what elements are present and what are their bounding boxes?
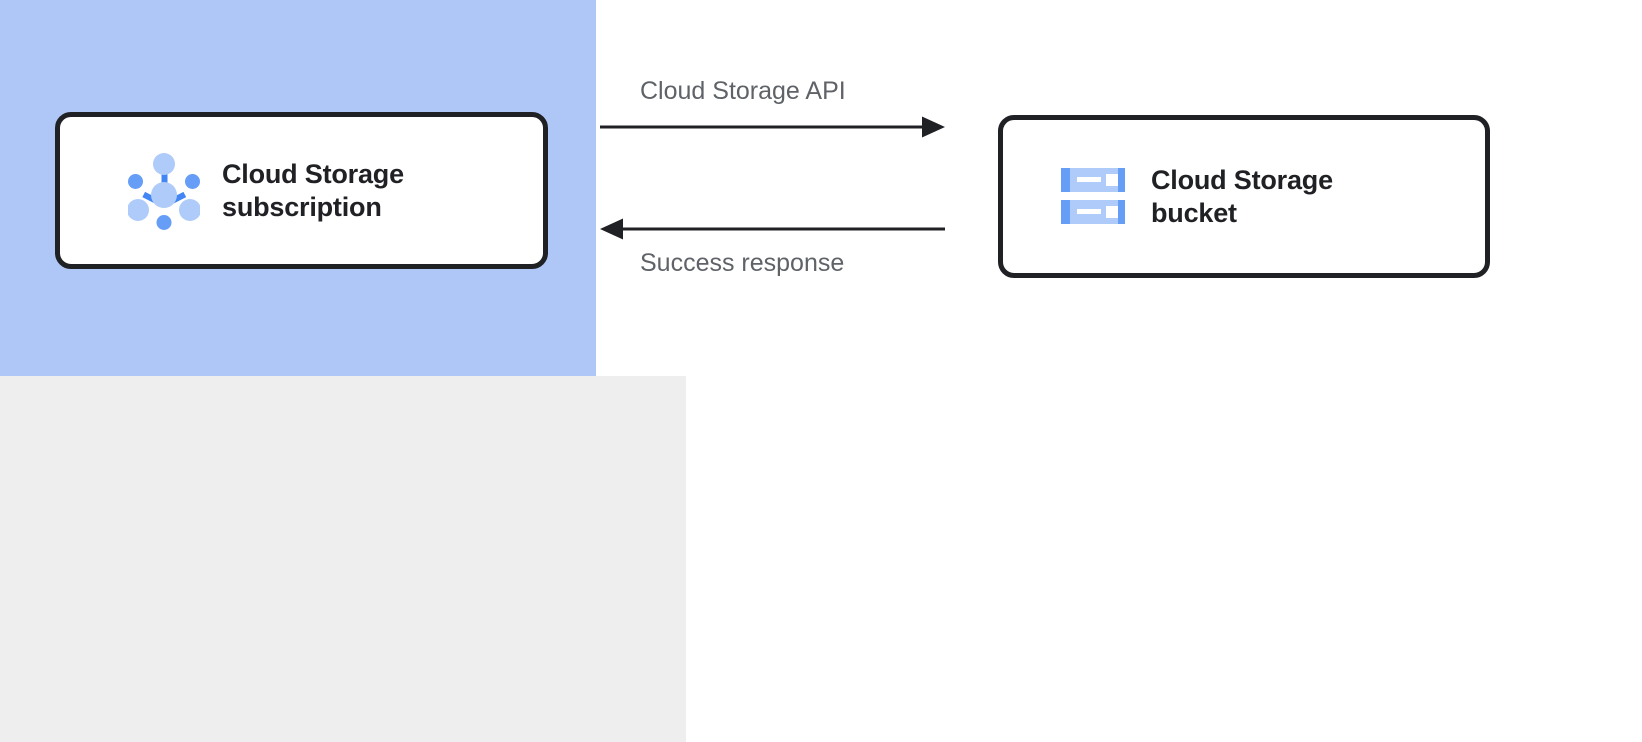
edge-label-request: Cloud Storage API — [640, 77, 846, 105]
node-cloud-storage-bucket[interactable]: Cloud Storage bucket — [998, 115, 1490, 278]
edge-label-response: Success response — [640, 249, 845, 277]
pubsub-subscription-icon — [127, 152, 201, 230]
edge-response-arrow — [600, 210, 945, 248]
edge-request-arrow — [600, 108, 945, 146]
node-label: Cloud Storage bucket — [1151, 164, 1333, 228]
cloud-storage-bucket-icon — [1061, 166, 1125, 228]
bucket-zone — [0, 376, 686, 742]
node-cloud-storage-subscription[interactable]: Cloud Storage subscription — [55, 112, 548, 269]
node-label: Cloud Storage subscription — [222, 158, 404, 222]
diagram-canvas: Cloud Storage subscription Cloud Storage… — [0, 0, 1490, 742]
